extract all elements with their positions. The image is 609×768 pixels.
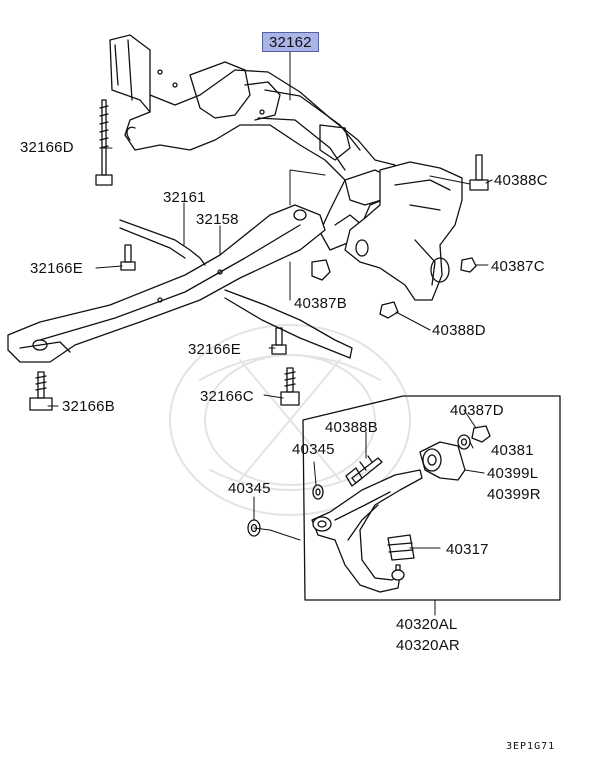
bushing-40399 bbox=[419, 441, 466, 481]
lower-arm-40320 bbox=[311, 469, 423, 593]
bolt-40388B bbox=[345, 455, 383, 487]
bracket-32161 bbox=[119, 219, 353, 359]
part-label-40399R[interactable]: 40399R bbox=[487, 486, 541, 503]
washer-40381 bbox=[457, 434, 471, 450]
part-label-40388C[interactable]: 40388C bbox=[494, 172, 548, 189]
part-label-32158[interactable]: 32158 bbox=[196, 211, 239, 228]
watermark-emblem bbox=[169, 324, 411, 516]
part-label-40320AL[interactable]: 40320AL bbox=[396, 616, 458, 633]
bolt-40388C bbox=[469, 154, 489, 191]
ball-joint-stud bbox=[391, 564, 405, 581]
part-label-32166C[interactable]: 32166C bbox=[200, 388, 254, 405]
part-label-32166D[interactable]: 32166D bbox=[20, 139, 74, 156]
part-label-40387C[interactable]: 40387C bbox=[491, 258, 545, 275]
part-label-32166E-upper[interactable]: 32166E bbox=[30, 260, 83, 277]
crossmember-32158 bbox=[7, 204, 326, 363]
bolt-32166E-upper bbox=[120, 244, 136, 271]
lower-arm-frame bbox=[302, 395, 561, 601]
part-label-40381[interactable]: 40381 bbox=[491, 442, 534, 459]
nut-40387D bbox=[471, 425, 491, 443]
bolt-32166E-lower bbox=[271, 327, 287, 355]
part-label-32166E-lower[interactable]: 32166E bbox=[188, 341, 241, 358]
crossmember-mount-right bbox=[344, 161, 463, 301]
part-label-40317[interactable]: 40317 bbox=[446, 541, 489, 558]
part-label-40387B[interactable]: 40387B bbox=[294, 295, 347, 312]
part-label-40387D[interactable]: 40387D bbox=[450, 402, 504, 419]
part-label-32162[interactable]: 32162 bbox=[262, 32, 319, 52]
part-label-40345-lower[interactable]: 40345 bbox=[228, 480, 271, 497]
figure-code: 3EP1G71 bbox=[506, 741, 556, 752]
part-label-40388D[interactable]: 40388D bbox=[432, 322, 486, 339]
nut-40387C bbox=[460, 257, 477, 273]
part-label-32161[interactable]: 32161 bbox=[163, 189, 206, 206]
crossmember-32162 bbox=[109, 34, 396, 251]
dust-boot-40317 bbox=[387, 534, 415, 561]
part-label-40345-upper[interactable]: 40345 bbox=[292, 441, 335, 458]
part-label-40399L[interactable]: 40399L bbox=[487, 465, 539, 482]
bolt-32166C bbox=[280, 367, 300, 406]
washer-40345-a bbox=[312, 484, 324, 500]
leader-lines bbox=[47, 51, 493, 616]
bolt-32166D bbox=[95, 99, 113, 186]
part-label-40388B[interactable]: 40388B bbox=[325, 419, 378, 436]
nut-40387B bbox=[311, 259, 331, 281]
bolt-32166B bbox=[29, 371, 53, 411]
part-label-32166B[interactable]: 32166B bbox=[62, 398, 115, 415]
part-label-40320AR[interactable]: 40320AR bbox=[396, 637, 460, 654]
bolt-40388D bbox=[379, 301, 399, 319]
